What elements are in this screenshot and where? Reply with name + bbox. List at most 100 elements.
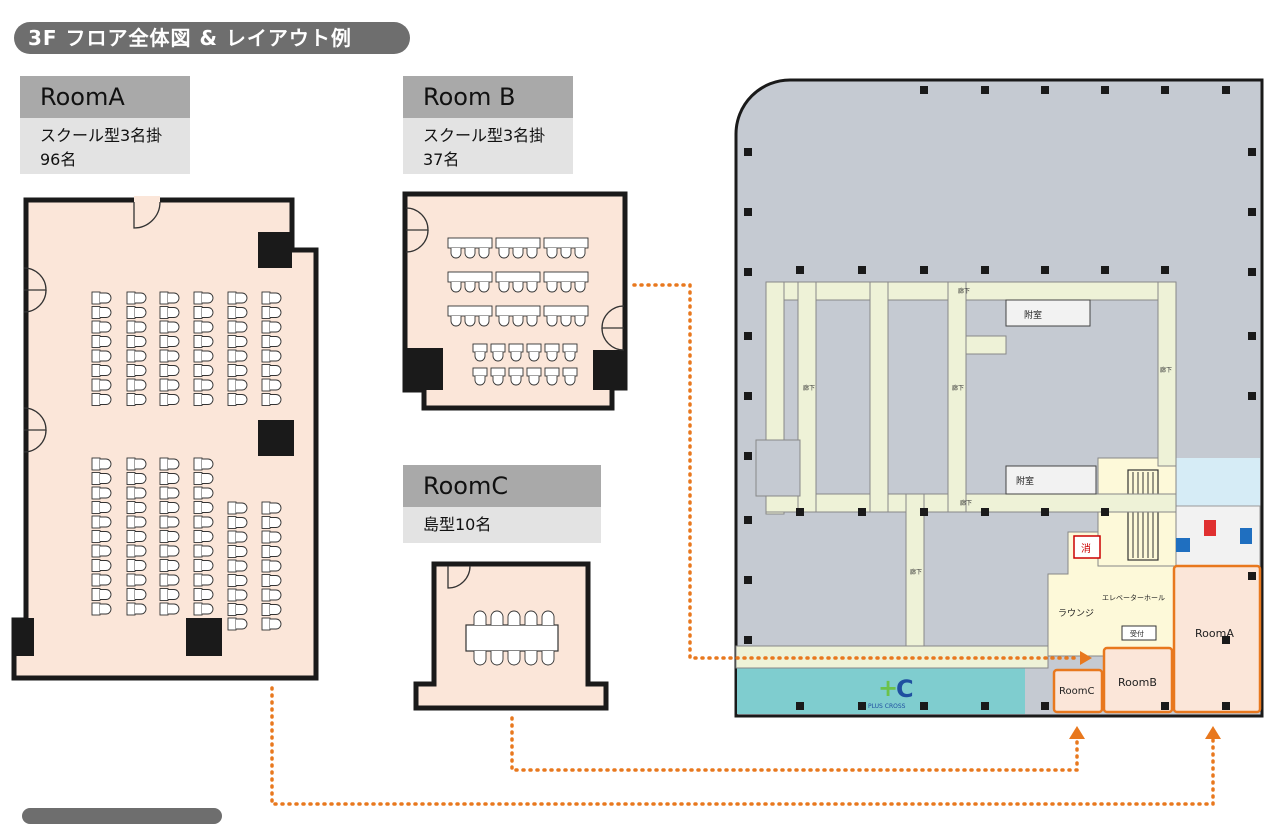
chair	[270, 350, 282, 362]
desk	[261, 559, 271, 573]
chair	[236, 292, 248, 304]
chair	[546, 282, 558, 293]
chair	[474, 376, 486, 386]
chair	[512, 248, 524, 259]
chair	[168, 292, 180, 304]
chair	[270, 531, 282, 543]
chair	[498, 316, 510, 327]
chair	[546, 376, 558, 386]
chair	[478, 316, 490, 327]
chair	[100, 394, 112, 405]
desk	[91, 559, 101, 572]
corridor-label: 廊下	[958, 287, 970, 295]
chair	[100, 365, 112, 376]
desk	[447, 271, 493, 283]
chair	[100, 516, 112, 528]
desk	[261, 588, 271, 602]
restroom-area	[1176, 458, 1260, 506]
desk	[193, 457, 203, 471]
pillar	[1222, 702, 1230, 710]
connector-arrows	[1069, 651, 1221, 739]
pillar	[920, 702, 928, 710]
chair	[135, 365, 147, 376]
desk	[261, 320, 271, 334]
chair	[202, 458, 214, 470]
chair	[236, 365, 248, 376]
desk	[193, 588, 203, 601]
chair	[498, 248, 510, 259]
desk	[193, 349, 203, 363]
pillar	[1248, 332, 1256, 340]
desk	[447, 237, 493, 249]
desk	[91, 335, 101, 348]
chair	[490, 651, 504, 666]
chair	[526, 316, 538, 327]
chair	[168, 589, 180, 600]
desk	[543, 237, 589, 249]
chair	[202, 603, 214, 615]
chair	[270, 575, 282, 586]
chair	[202, 321, 214, 333]
desk	[159, 515, 169, 529]
room-b-pillar	[593, 350, 625, 390]
chair	[528, 352, 540, 362]
chair	[236, 379, 248, 391]
chair	[202, 502, 214, 513]
room-a-seating	[91, 291, 282, 631]
desk	[227, 378, 237, 392]
desk	[227, 335, 237, 348]
arrow-icon	[1205, 726, 1221, 739]
chair	[100, 336, 112, 347]
chair	[270, 307, 282, 318]
chair	[202, 350, 214, 362]
desk	[91, 349, 101, 363]
chair	[541, 651, 555, 666]
desk	[91, 320, 101, 334]
desk	[159, 320, 169, 334]
chair	[202, 307, 214, 318]
chair	[168, 487, 180, 499]
desk	[261, 378, 271, 392]
chair	[236, 350, 248, 362]
pillar	[920, 86, 928, 94]
chair	[168, 336, 180, 347]
chair	[236, 307, 248, 318]
desk	[193, 559, 203, 572]
pillar	[744, 332, 752, 340]
desk	[126, 588, 136, 601]
room-a-pillar	[258, 420, 294, 456]
pillar	[1248, 392, 1256, 400]
desk	[126, 457, 136, 471]
chair	[100, 545, 112, 557]
desk	[126, 501, 136, 514]
chair	[236, 604, 248, 615]
pillar	[1248, 572, 1256, 580]
chair	[168, 307, 180, 318]
desk	[193, 291, 203, 305]
chair	[168, 321, 180, 333]
chair	[236, 502, 248, 514]
chair	[168, 379, 180, 391]
desk	[472, 343, 488, 353]
floor-room-b	[1102, 646, 1174, 714]
chair	[270, 321, 282, 333]
desk	[91, 472, 101, 485]
pillar	[920, 266, 928, 274]
desk	[193, 306, 203, 319]
brand-label: PLUS CROSS	[868, 703, 906, 710]
connector-lines	[270, 283, 1215, 806]
chair	[135, 516, 147, 528]
stair-annex	[1005, 299, 1097, 495]
chair	[464, 282, 476, 293]
chair	[202, 394, 214, 405]
chair	[100, 502, 112, 513]
chair	[510, 376, 522, 386]
chair	[560, 316, 572, 327]
chair	[135, 560, 147, 571]
chair	[473, 610, 487, 625]
chair	[100, 307, 112, 318]
desk	[126, 602, 136, 616]
room-b-doors	[405, 207, 625, 351]
chair	[135, 336, 147, 347]
chair	[574, 282, 586, 293]
